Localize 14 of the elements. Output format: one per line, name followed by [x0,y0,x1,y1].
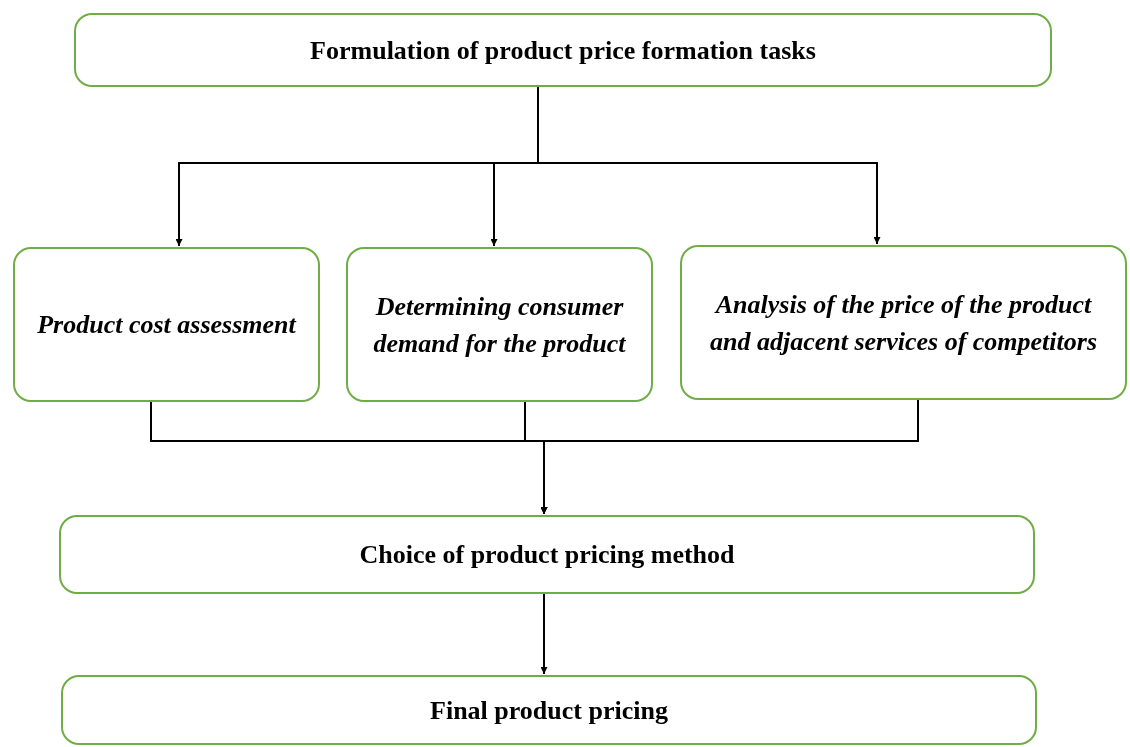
box-text: Product cost assessment [37,309,296,341]
process-box [680,245,1127,400]
box-text: Formulation of product price formation tasks [310,34,816,67]
box-text: Choice of product pricing method [359,539,735,571]
process-box [13,247,320,402]
box-text: Final product pricing [430,694,668,727]
process-box [346,247,653,402]
process-box [61,675,1037,745]
process-box [74,13,1052,87]
box-text: Determining consumer demand for the product [372,290,627,360]
arrow [540,593,548,675]
arrow [540,399,919,515]
process-box [59,515,1035,594]
box-text: Analysis of the price of the product and adjacent services of competitors [708,288,1099,358]
